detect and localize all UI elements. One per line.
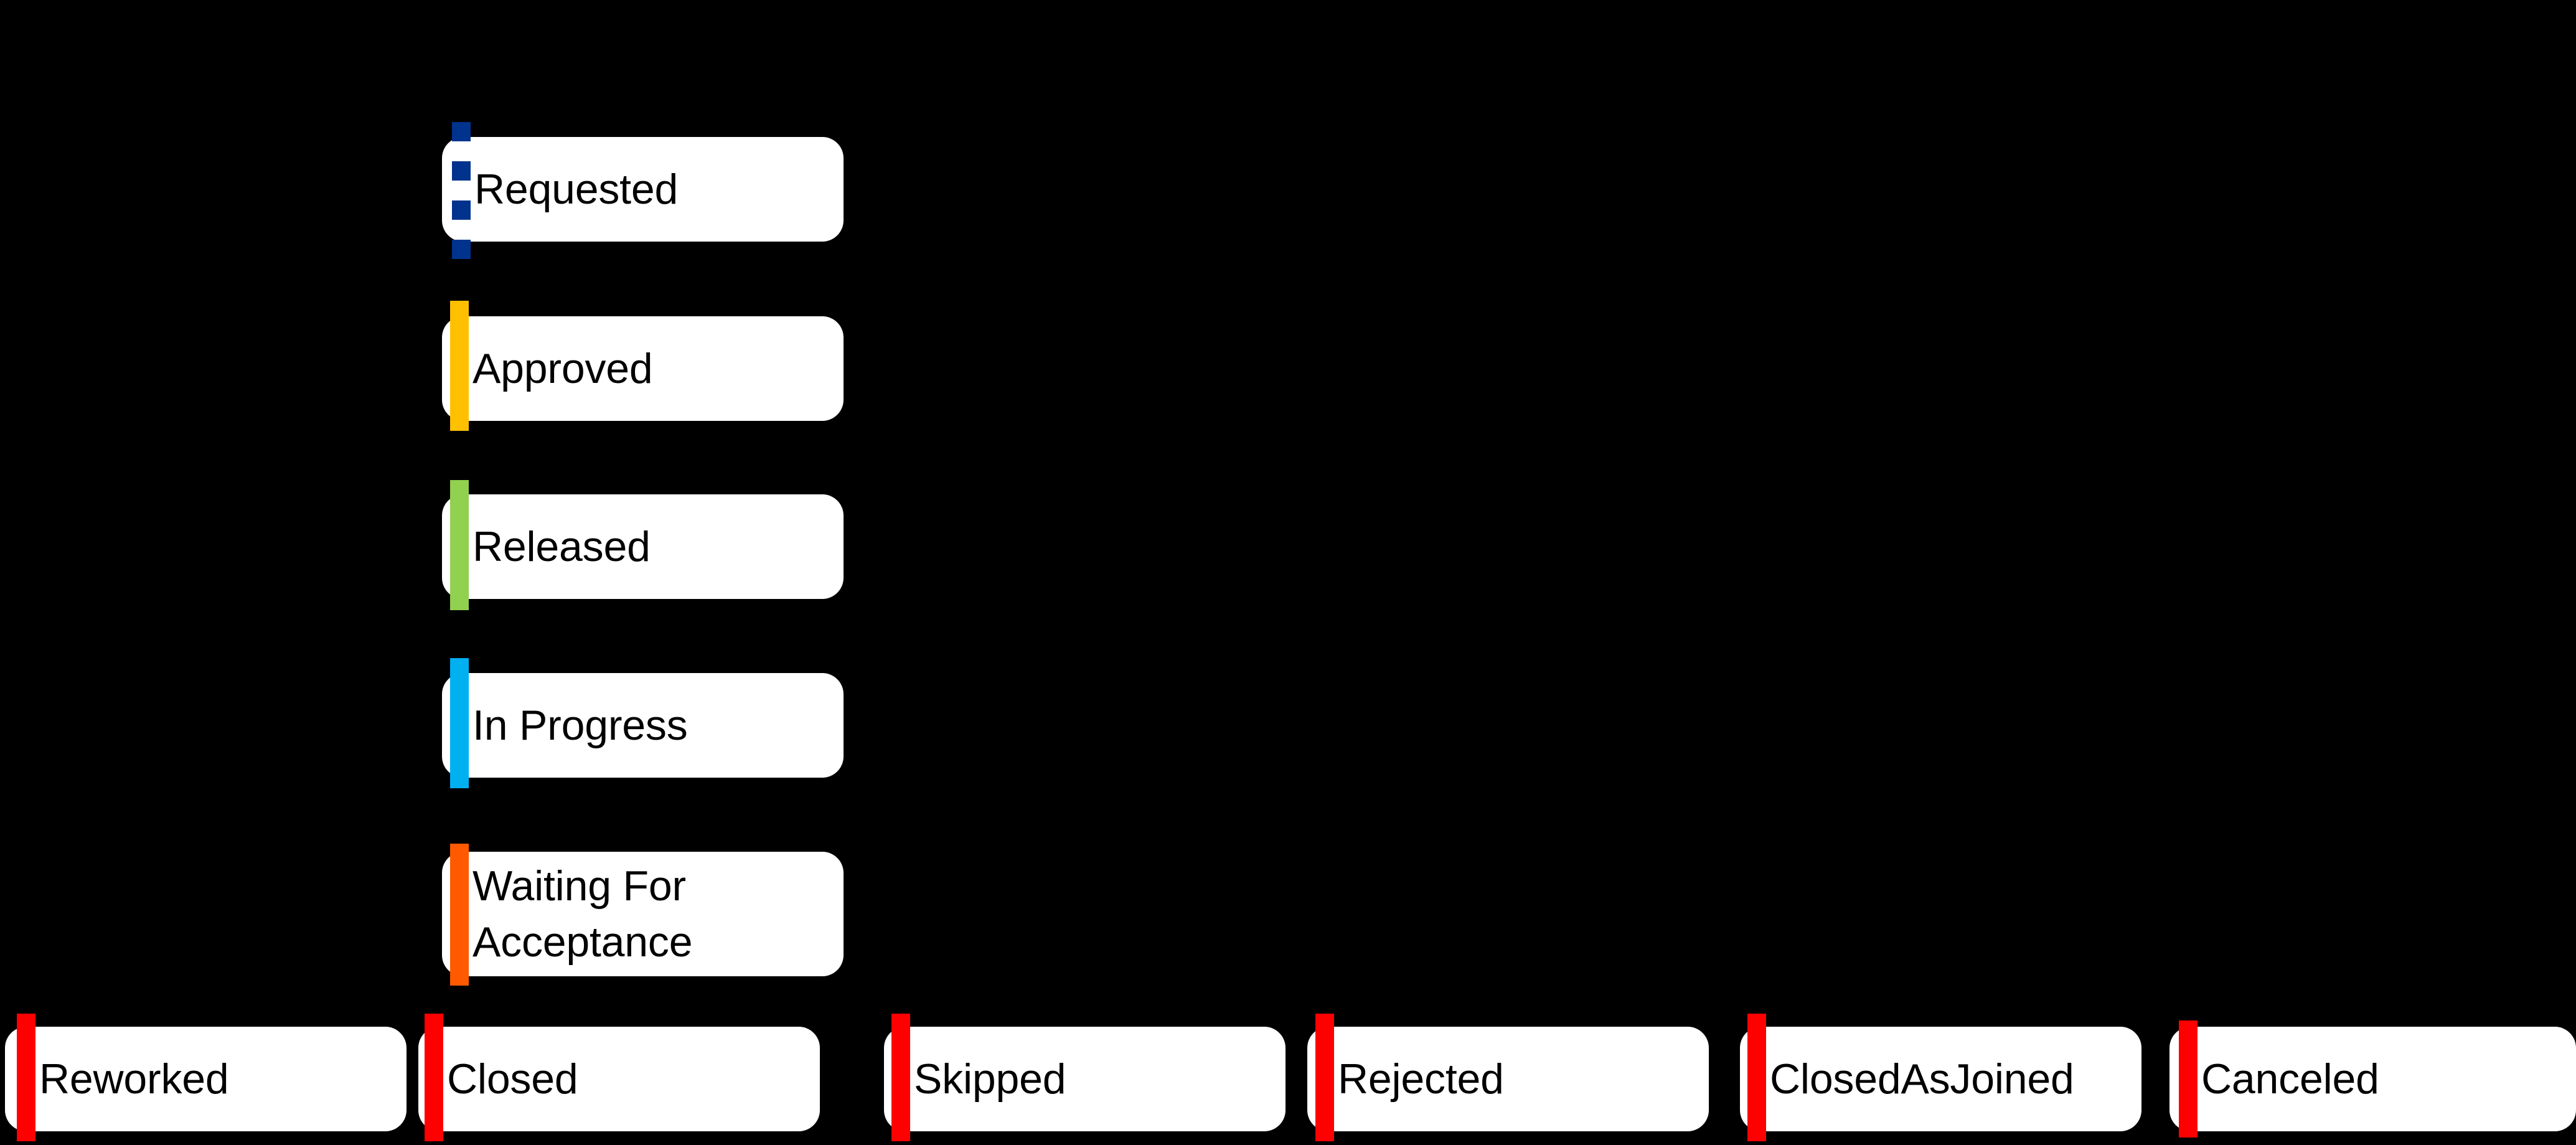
status-accent-bar-released bbox=[450, 480, 469, 610]
status-node-label: Rejected bbox=[1338, 1055, 1504, 1103]
status-node-rejected[interactable]: Rejected bbox=[1307, 1027, 1709, 1131]
status-node-in-progress[interactable]: In Progress bbox=[442, 673, 844, 778]
status-accent-bar-in-progress bbox=[450, 658, 469, 788]
status-node-label: Released bbox=[472, 523, 651, 570]
status-accent-bar-canceled bbox=[2179, 1020, 2198, 1138]
status-node-label: ClosedAsJoined bbox=[1770, 1055, 2074, 1103]
status-accent-bar-approved bbox=[450, 301, 469, 431]
status-accent-bar-reworked bbox=[17, 1014, 35, 1141]
status-node-waiting-for-acceptance[interactable]: Waiting For Acceptance bbox=[442, 852, 844, 976]
status-node-approved[interactable]: Approved bbox=[442, 316, 844, 421]
status-node-label: Approved bbox=[472, 345, 653, 392]
status-node-closedasjoined[interactable]: ClosedAsJoined bbox=[1740, 1027, 2141, 1131]
status-accent-bar-closedasjoined bbox=[1747, 1014, 1766, 1141]
status-node-reworked[interactable]: Reworked bbox=[5, 1027, 407, 1131]
accent-dash-segment bbox=[452, 122, 471, 142]
accent-dash-segment bbox=[452, 239, 471, 259]
status-accent-bar-skipped bbox=[891, 1014, 910, 1141]
status-node-label: Requested bbox=[474, 166, 679, 213]
status-node-label: Skipped bbox=[914, 1055, 1066, 1103]
status-node-label: In Progress bbox=[472, 702, 688, 749]
status-accent-bar-rejected bbox=[1315, 1014, 1334, 1141]
status-node-skipped[interactable]: Skipped bbox=[884, 1027, 1286, 1131]
status-accent-bar-closed bbox=[425, 1014, 443, 1141]
status-node-canceled[interactable]: Canceled bbox=[2169, 1027, 2576, 1131]
status-node-label: Reworked bbox=[39, 1055, 229, 1103]
accent-dash-segment bbox=[452, 200, 471, 220]
status-node-closed[interactable]: Closed bbox=[418, 1027, 820, 1131]
status-accent-bar-waiting-for-acceptance bbox=[450, 844, 469, 986]
status-accent-bar-dashed-requested bbox=[452, 122, 471, 259]
status-node-requested[interactable]: Requested bbox=[442, 137, 844, 242]
status-node-released[interactable]: Released bbox=[442, 494, 844, 599]
status-node-label: Waiting For Acceptance bbox=[472, 862, 693, 966]
status-node-label: Closed bbox=[447, 1055, 578, 1103]
accent-dash-segment bbox=[452, 161, 471, 181]
status-node-label: Canceled bbox=[2201, 1055, 2379, 1103]
